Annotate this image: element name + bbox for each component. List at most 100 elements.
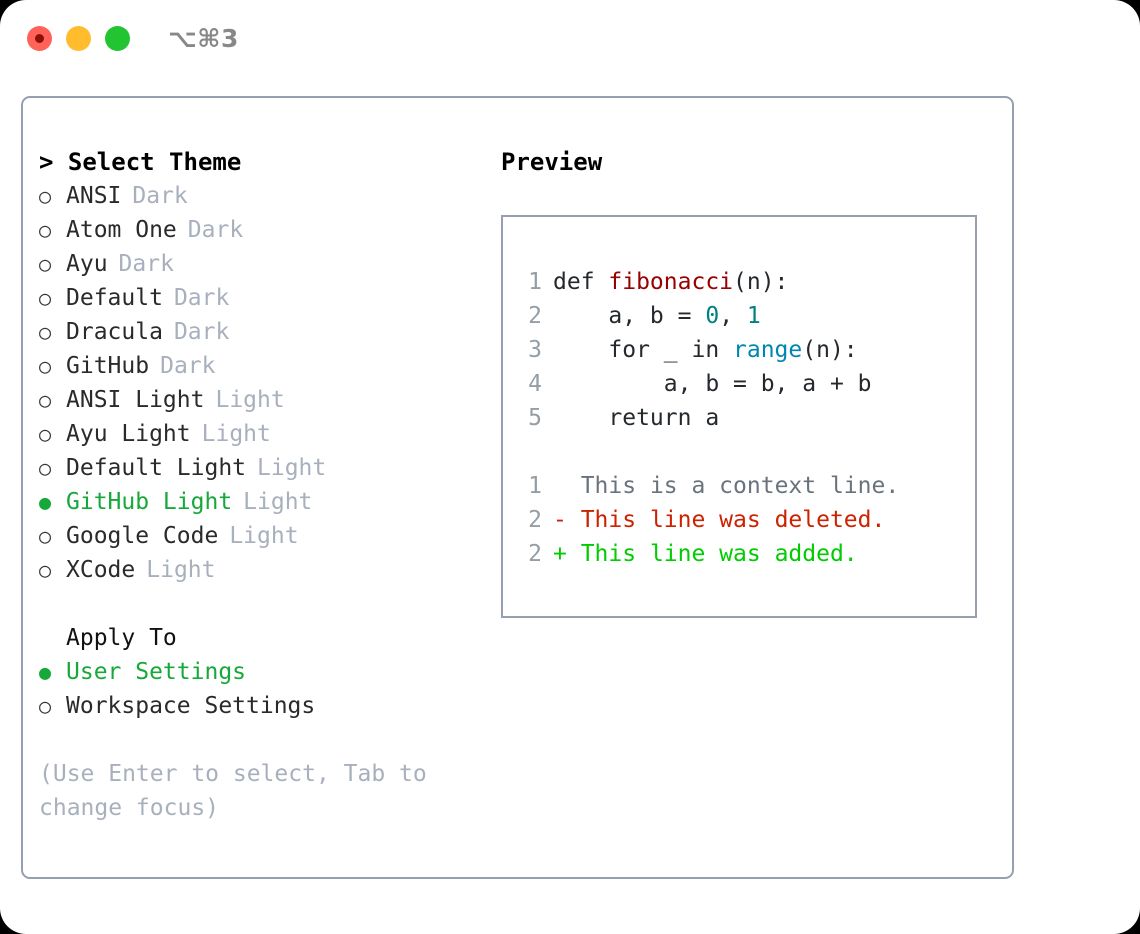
diff-sign: -	[553, 507, 567, 533]
select-theme-heading: > Select Theme	[39, 148, 242, 176]
theme-option[interactable]: ○ XCode Light	[39, 553, 479, 587]
theme-option[interactable]: ○ Default Light Light	[39, 451, 479, 485]
theme-variant-badge: Light	[215, 387, 285, 413]
line-number: 4	[528, 371, 542, 397]
theme-variant-badge: Light	[201, 421, 271, 447]
theme-variant-badge: Dark	[160, 353, 216, 379]
code-token-plain: (n):	[733, 269, 789, 295]
apply-to-option-label: Workspace Settings	[66, 693, 316, 719]
code-line-content: a, b = 0, 1	[553, 299, 761, 333]
zoom-button[interactable]	[105, 26, 130, 51]
theme-variant-badge: Dark	[173, 285, 230, 311]
theme-option-label: GitHub	[66, 353, 150, 379]
apply-to-option[interactable]: ○ Workspace Settings	[39, 689, 479, 723]
theme-variant-badge: Light	[146, 557, 216, 583]
code-token-plain: (n):	[802, 337, 858, 363]
theme-option[interactable]: ● GitHub Light Light	[39, 485, 479, 519]
code-line-content: for _ in range(n):	[553, 333, 858, 367]
code-token-plain: ,	[719, 303, 747, 329]
radio-selected-icon: ●	[39, 490, 52, 514]
theme-variant-badge: Dark	[132, 183, 188, 209]
apply-to-list: ●User Settings ○ Workspace Settings	[39, 655, 479, 723]
theme-option[interactable]: ○ Ayu Light Light	[39, 417, 479, 451]
diff-sign: +	[553, 541, 567, 567]
code-line: 2 a, b = 0, 1	[503, 299, 975, 333]
theme-variant-badge: Light	[229, 523, 299, 549]
theme-option-label: Dracula	[66, 319, 163, 345]
theme-option-label: Atom One	[66, 217, 177, 243]
code-token-plain: a, b =	[553, 303, 706, 329]
keyboard-hint-text: (Use Enter to select, Tab to change focu…	[39, 761, 427, 821]
code-line-content: return a	[553, 401, 719, 435]
line-number: 3	[528, 337, 542, 363]
radio-unselected-icon: ○	[39, 252, 52, 276]
radio-unselected-icon: ○	[39, 184, 52, 208]
radio-unselected-icon: ○	[39, 218, 52, 242]
theme-variant-badge: Light	[257, 455, 327, 481]
theme-option[interactable]: ○ Dracula Dark	[39, 315, 479, 349]
theme-variant-badge: Light	[243, 489, 313, 515]
line-number: 1	[528, 473, 542, 499]
close-button[interactable]	[27, 26, 52, 51]
theme-option-label: Ayu	[66, 251, 108, 277]
diff-line: 2- This line was deleted.	[503, 503, 975, 537]
code-line-content: def fibonacci(n):	[553, 265, 788, 299]
code-token-builtin: range	[733, 337, 803, 363]
radio-unselected-icon: ○	[39, 456, 52, 480]
radio-unselected-icon: ○	[39, 320, 52, 344]
radio-selected-icon: ●	[39, 660, 52, 684]
code-line: 5 return a	[503, 401, 975, 435]
code-token-plain: def	[553, 269, 609, 295]
line-number: 2	[528, 507, 542, 533]
radio-unselected-icon: ○	[39, 558, 52, 582]
theme-option-label: Default	[66, 285, 163, 311]
radio-unselected-icon: ○	[39, 286, 52, 310]
diff-sign	[553, 469, 567, 503]
code-token-number: 0	[705, 303, 720, 329]
traffic-light-controls	[27, 26, 130, 51]
apply-to-heading: Apply To	[66, 625, 177, 651]
keyboard-shortcut-label: ⌥⌘3	[168, 24, 239, 53]
diff-line: 1 This is a context line.	[503, 469, 975, 503]
radio-unselected-icon: ○	[39, 422, 52, 446]
line-number: 2	[528, 541, 542, 567]
list-spacer	[39, 587, 479, 621]
line-number: 1	[528, 269, 542, 295]
theme-option-label: Default Light	[66, 455, 247, 481]
code-token-plain: return a	[553, 405, 720, 431]
code-token-function: fibonacci	[608, 269, 734, 295]
code-line: 1 def fibonacci(n):	[503, 265, 975, 299]
code-token-number: 1	[746, 303, 761, 329]
theme-variant-badge: Dark	[173, 319, 230, 345]
theme-option-label: XCode	[66, 557, 136, 583]
diff-sample: 1 This is a context line.2- This line wa…	[503, 469, 975, 571]
apply-to-option[interactable]: ●User Settings	[39, 655, 479, 689]
diff-line-content: This line was deleted.	[566, 507, 886, 533]
radio-unselected-icon: ○	[39, 354, 52, 378]
theme-option-label: GitHub Light	[66, 489, 233, 515]
line-number: 5	[528, 405, 542, 431]
code-line-content: a, b = b, a + b	[553, 367, 872, 401]
code-token-plain: a, b = b, a + b	[553, 371, 872, 397]
radio-unselected-icon: ○	[39, 524, 52, 548]
code-line: 4 a, b = b, a + b	[503, 367, 975, 401]
theme-option[interactable]: ○ GitHub Dark	[39, 349, 479, 383]
code-diff-separator	[503, 435, 975, 469]
radio-unselected-icon: ○	[39, 694, 52, 718]
theme-option-label: ANSI Light	[66, 387, 205, 413]
diff-line-content: This line was added.	[566, 541, 858, 567]
theme-option[interactable]: ○ Default Dark	[39, 281, 479, 315]
theme-option-label: Ayu Light	[66, 421, 191, 447]
minimize-button[interactable]	[66, 26, 91, 51]
